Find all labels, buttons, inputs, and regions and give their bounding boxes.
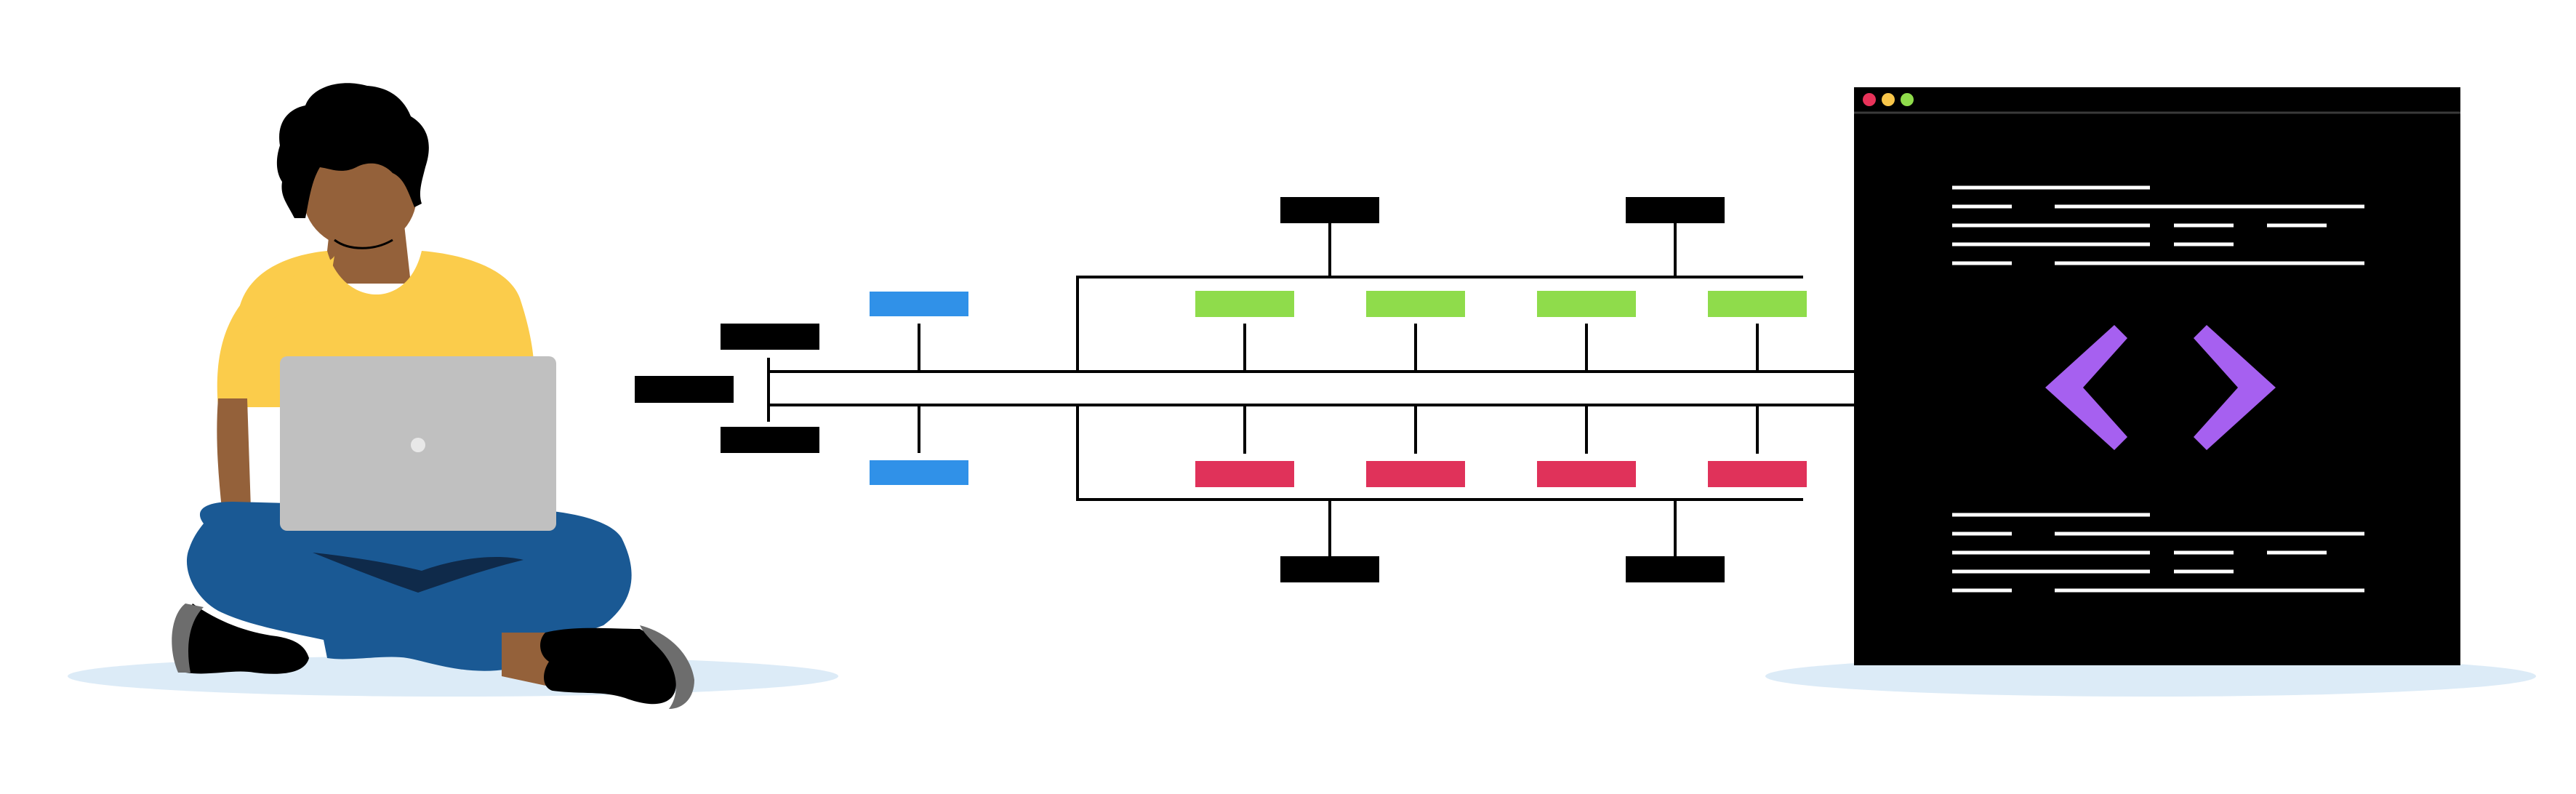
left-shoe — [181, 603, 309, 674]
green-block-3 — [1537, 291, 1636, 317]
person-jeans-shadow — [313, 553, 523, 593]
left-angle-bracket — [2045, 325, 2127, 450]
code-lines-top — [1952, 185, 2364, 265]
person-front-arm — [217, 398, 251, 509]
upper-block-1 — [1280, 197, 1379, 223]
branching-pipeline-diagram — [635, 197, 1854, 582]
person-hair — [276, 83, 429, 218]
red-block-1 — [1195, 461, 1294, 487]
laptop-logo — [411, 438, 425, 452]
code-editor-window — [1854, 87, 2460, 665]
upper-block-2 — [1626, 197, 1725, 223]
blue-block-top — [870, 292, 968, 316]
lower-block-2 — [1626, 556, 1725, 582]
left-shoe-sole — [172, 603, 204, 673]
green-block-1 — [1195, 291, 1294, 317]
person-head — [303, 144, 417, 249]
person-shirt-ruffle — [240, 256, 334, 334]
floor-shadow-editor — [1765, 656, 2536, 697]
fork-block-bottom — [721, 427, 819, 453]
red-block-2 — [1366, 461, 1465, 487]
green-block-4 — [1708, 291, 1807, 317]
window-close-button[interactable] — [1863, 93, 1876, 106]
red-block-4 — [1708, 461, 1807, 487]
fork-block-top — [721, 324, 819, 350]
right-shoe — [540, 627, 676, 705]
entry-block — [635, 376, 734, 403]
person-chin-line — [334, 238, 393, 249]
window-minimize-button[interactable] — [1882, 93, 1895, 106]
window-maximize-button[interactable] — [1901, 93, 1914, 106]
person-sitting-with-laptop — [172, 83, 694, 709]
blue-block-bottom — [870, 460, 968, 485]
code-brackets-icon — [2045, 325, 2276, 450]
right-angle-bracket — [2194, 325, 2276, 450]
code-lines-bottom — [1952, 513, 2364, 593]
lower-block-1 — [1280, 556, 1379, 582]
editor-frame — [1854, 87, 2460, 665]
person-ankle — [502, 633, 553, 687]
right-shoe-sole — [640, 625, 694, 709]
red-block-3 — [1537, 461, 1636, 487]
green-block-2 — [1366, 291, 1465, 317]
